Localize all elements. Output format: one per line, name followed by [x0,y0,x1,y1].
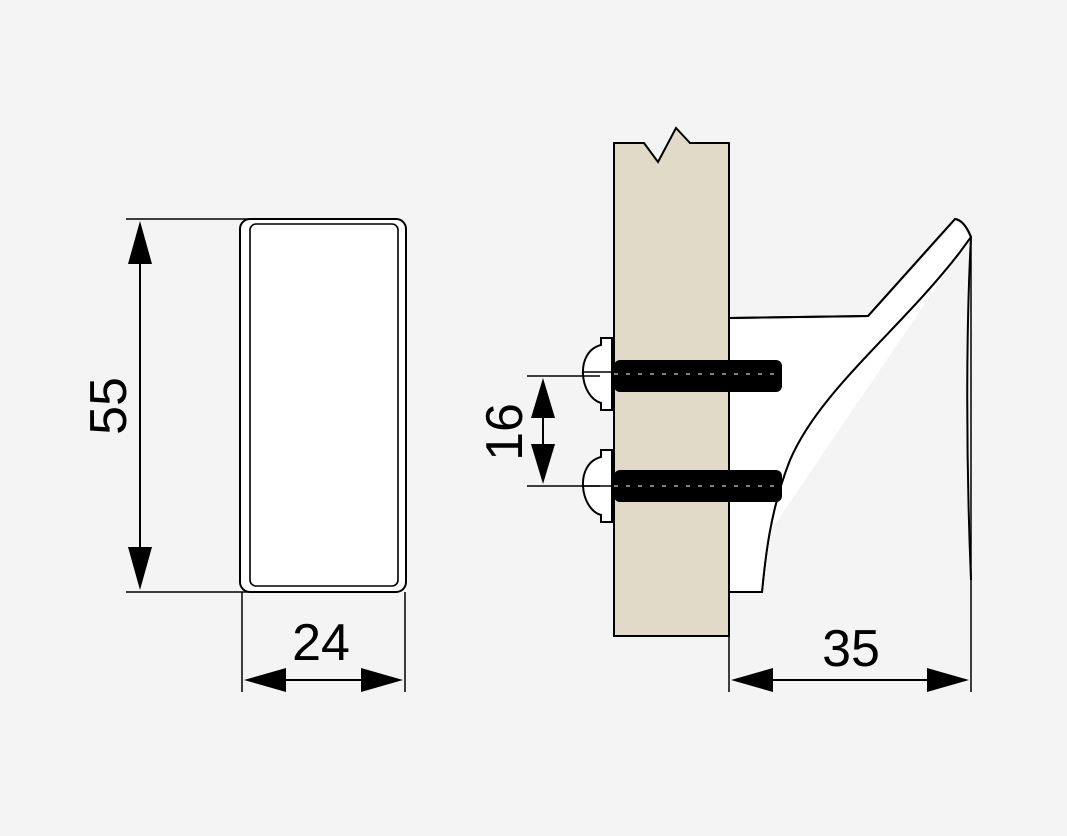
screw-spacing-label: 16 [476,403,534,461]
dimension-projection: 35 [728,237,972,692]
dimension-height: 55 [80,218,252,593]
arrow-projection-right [927,668,969,692]
arrow-up [128,221,152,264]
arrow-right [361,668,403,692]
hook-outline-top [728,217,972,319]
dimension-screw-spacing: 16 [476,375,600,487]
arrow-screw-down [531,444,555,484]
screw-head-upper [582,337,613,411]
projection-label: 35 [822,620,880,678]
screw-thread-upper [614,360,782,392]
arrow-down [128,547,152,590]
hook-front-face [249,223,399,587]
height-label: 55 [80,377,138,435]
screw-upper [582,337,782,411]
arrow-projection-left [731,668,773,692]
hook-outline-inner [729,251,961,593]
arrow-left [244,668,286,692]
front-view [239,218,407,593]
hook-body-fill [730,222,969,590]
dimension-width: 24 [241,592,406,692]
hook-outline-front [959,236,972,253]
width-label: 24 [292,614,350,672]
arrow-screw-up [531,378,555,418]
